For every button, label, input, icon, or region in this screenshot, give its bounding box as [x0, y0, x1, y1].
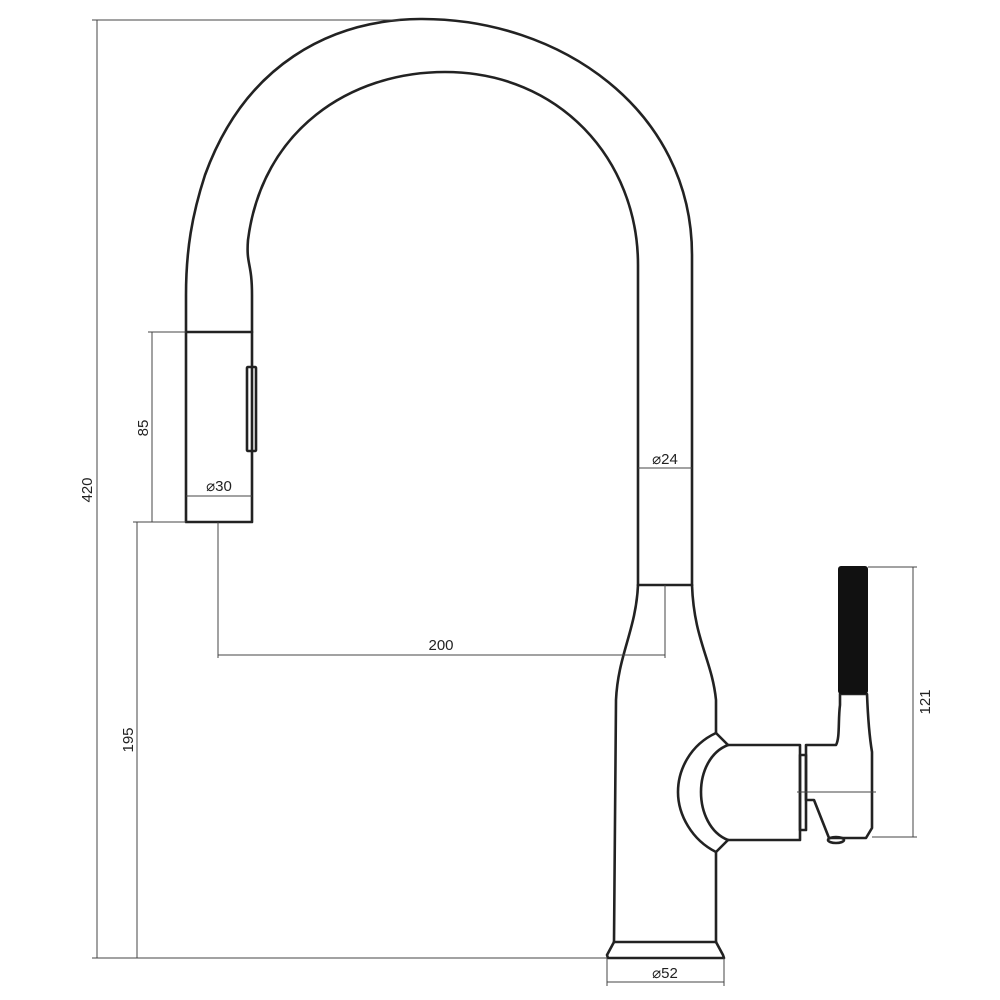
dimension-spout-reach: 200	[217, 522, 666, 658]
dimension-spout-clearance: 195	[120, 522, 138, 958]
dimension-label-d24: ⌀24	[652, 451, 678, 468]
dimension-total-height: 420	[79, 19, 607, 959]
dimension-label-195: 195	[120, 727, 137, 752]
dimension-label-200: 200	[428, 637, 453, 654]
dimension-hose-diameter: ⌀24	[638, 451, 692, 469]
handle-hub-inner	[699, 743, 730, 842]
handle-grip	[838, 566, 868, 694]
dimension-label-d30: ⌀30	[206, 478, 232, 495]
faucet-base	[605, 940, 726, 960]
handle-hub-outer	[676, 731, 718, 854]
spray-head	[184, 330, 254, 524]
dimension-base-diameter: ⌀52	[606, 958, 725, 986]
hub-edge-bottom	[714, 838, 730, 854]
dimension-label-85: 85	[135, 420, 152, 437]
spout-inner-contour	[246, 70, 640, 587]
hub-edge-top	[714, 731, 730, 747]
lever-screw	[826, 835, 846, 845]
dimension-label-d52: ⌀52	[652, 965, 678, 982]
dimension-spray-head-diameter: ⌀30	[186, 478, 252, 497]
dimension-label-420: 420	[79, 477, 96, 502]
dimension-handle-height: 121	[868, 566, 934, 838]
faucet-body-right	[690, 583, 718, 735]
dimension-spray-head-length: 85	[133, 331, 186, 523]
spray-head-button	[245, 365, 258, 453]
handle-stem	[726, 743, 802, 842]
dimension-label-121: 121	[917, 689, 934, 714]
lever-body	[804, 692, 874, 840]
faucet-body-left	[612, 583, 640, 944]
spout-outer-contour	[184, 17, 694, 587]
